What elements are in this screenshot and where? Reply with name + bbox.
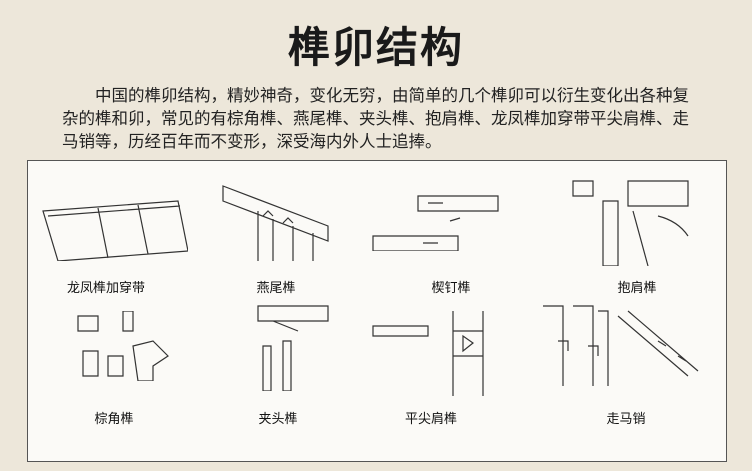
joint-illustration-baojian bbox=[572, 180, 689, 266]
joint-illustration-longfeng bbox=[42, 200, 188, 261]
joint-label: 夹头榫 bbox=[258, 412, 298, 427]
intro-paragraph: 中国的榫卯结构，精妙神奇，变化无穷，由简单的几个榫卯可以衍生变化出各种复杂的榫和… bbox=[62, 86, 689, 151]
joint-illustration-yanwei bbox=[222, 185, 329, 261]
joint-label: 平尖肩榫 bbox=[404, 412, 458, 427]
page-title: 榫卯结构 bbox=[287, 23, 464, 72]
joint-illustration-jiatou bbox=[257, 305, 329, 391]
joint-label: 抱肩榫 bbox=[617, 281, 657, 296]
joint-label: 龙凤榫加穿带 bbox=[66, 281, 146, 296]
joints-panel: 龙凤榫加穿带 燕尾榫 楔钉榫 抱肩榫 棕角榫 夹头榫 平尖肩榫 走马销 bbox=[27, 160, 727, 462]
intro-text: 中国的榫卯结构，精妙神奇，变化无穷，由简单的几个榫卯可以衍生变化出各种复杂的榫和… bbox=[62, 84, 702, 153]
joint-label: 燕尾榫 bbox=[256, 281, 296, 296]
joint-illustration-zongjiao bbox=[77, 311, 169, 381]
joint-illustration-pingjianjian bbox=[372, 311, 484, 396]
joint-label: 走马销 bbox=[606, 412, 646, 427]
joint-illustration-xieding bbox=[372, 195, 499, 251]
joint-label: 棕角榫 bbox=[94, 412, 134, 427]
joint-label: 楔钉榫 bbox=[431, 281, 471, 296]
joint-illustration-zouma bbox=[543, 305, 699, 386]
